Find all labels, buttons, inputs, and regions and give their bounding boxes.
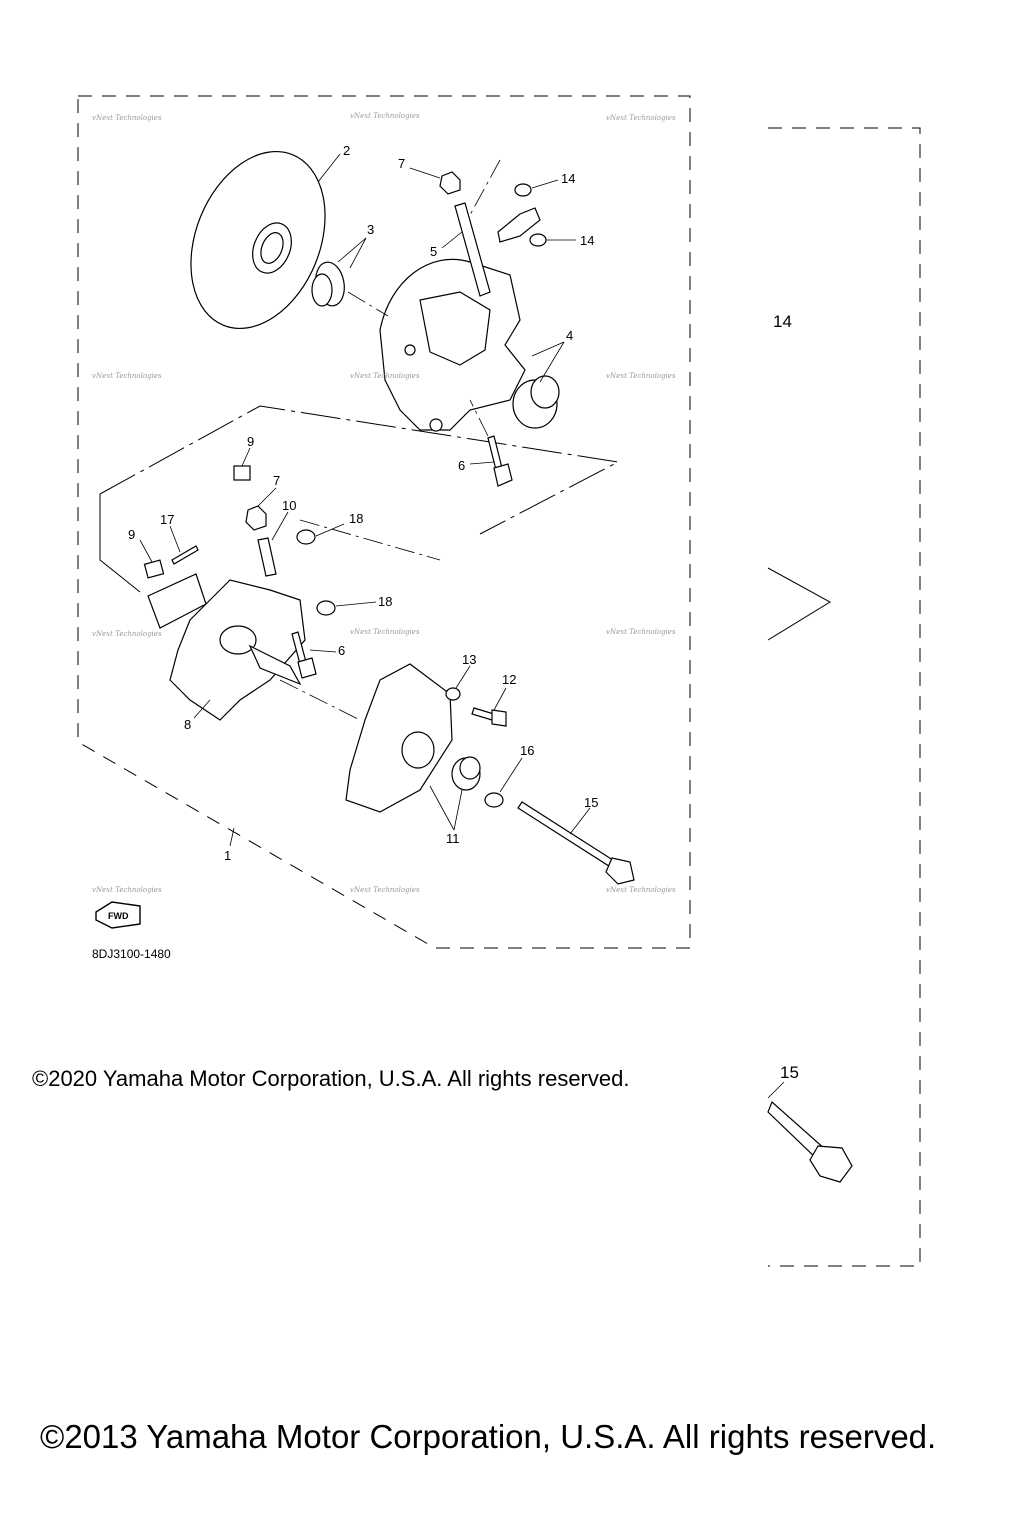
washers-14 bbox=[497, 183, 547, 247]
watermark: vNext Technologies bbox=[350, 372, 420, 380]
part-label: 10 bbox=[282, 498, 296, 513]
part-label: 1 bbox=[224, 848, 231, 863]
part-label: 17 bbox=[160, 512, 174, 527]
block-9-top bbox=[233, 465, 251, 481]
leader-lines bbox=[139, 153, 785, 1099]
drawing-code: 8DJ3100-1480 bbox=[92, 947, 171, 961]
watermarks: vNext Technologies vNext Technologies vN… bbox=[92, 112, 676, 894]
sub-assembly-outline bbox=[99, 405, 620, 593]
part-label: 3 bbox=[367, 222, 374, 237]
part-label: 18 bbox=[349, 511, 363, 526]
bolt-15-detail bbox=[767, 1100, 853, 1183]
nut-7-lower bbox=[245, 505, 267, 531]
bushing-11 bbox=[451, 756, 481, 791]
pin-10 bbox=[257, 537, 277, 577]
part-label: 18 bbox=[378, 594, 392, 609]
watermark: vNext Technologies bbox=[606, 886, 676, 894]
copyright-line-2: ©2013 Yamaha Motor Corporation, U.S.A. A… bbox=[40, 1418, 937, 1455]
part-label: 7 bbox=[398, 156, 405, 171]
part-label: 11 bbox=[446, 831, 460, 846]
part-label: 15 bbox=[584, 795, 598, 810]
part-label: 9 bbox=[128, 527, 135, 542]
part-label: 14 bbox=[580, 233, 594, 248]
nut-7-top bbox=[439, 171, 461, 195]
bushing-4 bbox=[512, 375, 560, 429]
watermark: vNext Technologies bbox=[606, 114, 676, 122]
watermark: vNext Technologies bbox=[92, 630, 162, 638]
washer-18-lower bbox=[316, 600, 336, 616]
part-label: 8 bbox=[184, 717, 191, 732]
sheave-disc bbox=[190, 150, 326, 330]
bushing-3 bbox=[311, 261, 345, 307]
part-label: 9 bbox=[247, 434, 254, 449]
part-label: 14 bbox=[561, 171, 575, 186]
part-label: 7 bbox=[273, 473, 280, 488]
watermark: vNext Technologies bbox=[350, 628, 420, 636]
part-label: 4 bbox=[566, 328, 573, 343]
part-label: 5 bbox=[430, 244, 437, 259]
part-label: 6 bbox=[338, 643, 345, 658]
center-lines bbox=[279, 159, 501, 721]
watermark: vNext Technologies bbox=[92, 886, 162, 894]
cover-plate-11 bbox=[345, 663, 453, 813]
pin-17 bbox=[171, 545, 199, 565]
watermark: vNext Technologies bbox=[350, 886, 420, 894]
watermark: vNext Technologies bbox=[92, 372, 162, 380]
bolt-12 bbox=[471, 707, 507, 727]
watermark: vNext Technologies bbox=[606, 628, 676, 636]
watermark: vNext Technologies bbox=[350, 112, 420, 120]
part-label: 12 bbox=[502, 672, 516, 687]
side-label-upper: 14 bbox=[773, 312, 792, 331]
chevron-mark bbox=[767, 567, 831, 641]
pin-5 bbox=[454, 202, 491, 297]
washer-16 bbox=[484, 792, 504, 808]
part-label: 13 bbox=[462, 652, 476, 667]
fwd-arrow-icon: FWD bbox=[95, 901, 141, 929]
part-labels: 2 7 14 3 5 14 4 6 9 7 10 18 17 9 18 6 13… bbox=[128, 143, 799, 1082]
watermark: vNext Technologies bbox=[606, 372, 676, 380]
bolt-15 bbox=[517, 801, 635, 885]
washer-18-top bbox=[296, 529, 316, 545]
watermark: vNext Technologies bbox=[92, 114, 162, 122]
part-label: 2 bbox=[343, 143, 350, 158]
part-label: 16 bbox=[520, 743, 534, 758]
copyright-line-1: ©2020 Yamaha Motor Corporation, U.S.A. A… bbox=[32, 1066, 630, 1091]
block-9-left bbox=[143, 559, 165, 579]
bolt-6-lower bbox=[291, 631, 317, 679]
part-label: 6 bbox=[458, 458, 465, 473]
assembly-boundary bbox=[77, 95, 691, 949]
side-label-lower: 15 bbox=[780, 1063, 799, 1082]
hub-8 bbox=[147, 573, 306, 721]
bolt-6-upper bbox=[487, 435, 513, 487]
fwd-badge-text: FWD bbox=[108, 911, 129, 921]
spider-housing bbox=[379, 258, 526, 432]
washer-13 bbox=[445, 687, 461, 701]
secondary-boundary bbox=[768, 127, 921, 1267]
